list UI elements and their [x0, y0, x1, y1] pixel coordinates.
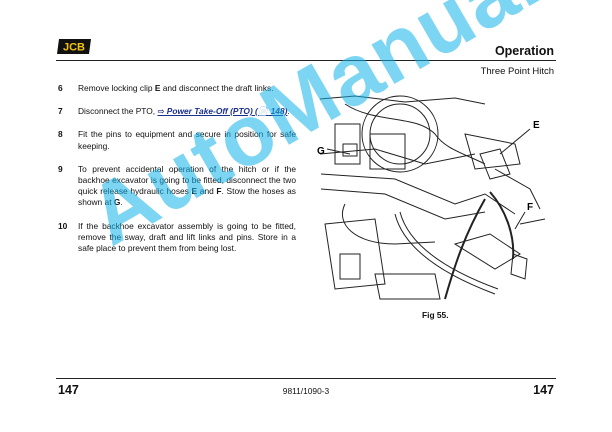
step-item: 6 Remove locking clip E and disconnect th… — [58, 83, 296, 94]
step-text-fragment: Fit the pins to equipment and secure in … — [78, 129, 296, 151]
step-text-fragment: If the backhoe excavator assembly is goi… — [78, 220, 296, 254]
hitch-figure: E F G — [317, 95, 546, 300]
step-text-fragment: . — [287, 106, 290, 117]
step-item: 9 To prevent accidental operation of the … — [58, 164, 296, 209]
callout-e: E — [533, 120, 540, 131]
step-number: 10 — [58, 220, 68, 231]
step-text-fragment: . — [120, 197, 123, 208]
step-item: 7 Disconnect the PTO, ⇨ Power Take-Off (P… — [58, 106, 296, 117]
callout-f: F — [527, 202, 533, 213]
step-text-fragment: Disconnect the PTO, — [78, 106, 158, 117]
document-number: 9811/1090-3 — [282, 386, 330, 396]
step-text: To prevent accidental operation of the h… — [78, 164, 296, 209]
page-number-right: 147 — [533, 383, 554, 397]
step-number: 6 — [58, 83, 63, 93]
step-text: If the backhoe excavator assembly is goi… — [78, 221, 296, 255]
subsection-title: Three Point Hitch — [480, 66, 554, 77]
reference-letter: F — [216, 186, 222, 197]
step-text: Disconnect the PTO, ⇨ Power Take-Off (PT… — [78, 106, 296, 117]
figure-caption: Fig 55. — [422, 310, 449, 320]
cross-reference-link[interactable]: ⇨ Power Take-Off (PTO) ( — [157, 106, 258, 117]
reference-letter: G — [113, 197, 121, 208]
logo-text: JCB — [63, 42, 85, 54]
reference-letter: E — [154, 83, 161, 93]
step-number: 7 — [58, 106, 63, 117]
reference-letter: E — [191, 186, 198, 197]
callout-g: G — [317, 146, 325, 157]
step-text: Remove locking clip E and disconnect the… — [78, 83, 296, 94]
step-text-fragment: To prevent accidental operation of the h… — [78, 163, 296, 197]
cross-reference-link[interactable]: 📄 — [257, 106, 269, 117]
jcb-logo: JCB — [57, 39, 91, 54]
step-text: Fit the pins to equipment and secure in … — [78, 129, 296, 151]
step-item: 10 If the backhoe excavator assembly is g… — [58, 221, 296, 255]
procedure-steps: 6 Remove locking clip E and disconnect th… — [58, 83, 296, 266]
step-number: 8 — [58, 129, 63, 140]
step-text-fragment: and disconnect the draft links. — [160, 83, 274, 93]
step-text-fragment: Remove locking clip — [78, 83, 155, 93]
step-text-fragment: and — [197, 186, 217, 197]
section-title: Operation — [494, 44, 554, 58]
header-rule — [56, 60, 556, 61]
page-number-left: 147 — [58, 383, 79, 397]
step-text-fragment: . Stow the hoses as shown at — [78, 186, 296, 208]
footer-rule — [56, 378, 556, 379]
step-number: 9 — [58, 163, 63, 174]
step-item: 8 Fit the pins to equipment and secure in… — [58, 129, 296, 151]
cross-reference-link[interactable]: 148) — [268, 106, 288, 117]
